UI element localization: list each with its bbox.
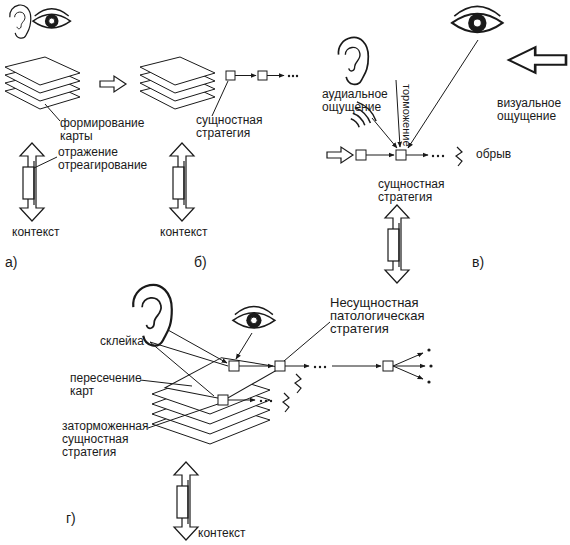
continuation-dot <box>437 155 439 157</box>
step-arrow <box>239 366 273 367</box>
leader-line <box>34 157 57 168</box>
context-label: контекст <box>12 226 60 239</box>
continuation-dot <box>314 366 316 368</box>
leader-line <box>212 81 228 116</box>
eye-icon <box>452 6 503 32</box>
sensation-arrow <box>408 40 478 148</box>
context-label: контекст <box>198 527 246 540</box>
break-zigzag <box>456 147 462 166</box>
fork-arrow <box>393 366 423 379</box>
map-sheet <box>162 350 285 408</box>
context-double-arrow <box>170 143 194 221</box>
annotation-label: формирование карты <box>60 117 150 143</box>
continuation-dot <box>319 366 321 368</box>
continuation-dot <box>292 75 294 77</box>
sound-wave <box>353 113 365 125</box>
annotation-label: сущностная стратегия <box>196 114 271 140</box>
ear-icon <box>338 37 368 84</box>
strategy-step <box>226 71 235 80</box>
inhibition-arrow <box>396 80 400 147</box>
continuation-dot <box>324 366 326 368</box>
panel-letter: в) <box>472 256 484 269</box>
eye-icon <box>33 9 70 28</box>
continuation-dot <box>265 400 267 402</box>
map-sheet <box>140 57 215 85</box>
annotation-label: торможение <box>400 84 413 147</box>
annotation-label: визуальное ощущение <box>497 97 570 123</box>
strategy-step <box>218 395 228 405</box>
strategy-step <box>383 361 393 371</box>
step-arrow <box>366 155 394 156</box>
sensation-arrow <box>236 333 252 359</box>
leader-line <box>140 380 192 386</box>
block-arrow <box>509 47 566 73</box>
block-arrow <box>327 147 353 163</box>
sound-wave <box>355 108 371 124</box>
continuation-dot <box>270 400 272 402</box>
sound-wave <box>351 119 359 127</box>
step-arrow <box>406 155 428 156</box>
panel-letter: а) <box>5 256 17 269</box>
annotation-label: пересечение карт <box>70 372 150 398</box>
step-arrow <box>235 75 256 76</box>
sensation-arrow <box>168 330 227 363</box>
sensation-arrow <box>372 118 397 148</box>
context-label: контекст <box>160 226 208 239</box>
ear-icon <box>133 285 172 346</box>
annotation-label: аудиальное ощущение <box>322 88 397 114</box>
outcome-dot <box>427 348 430 351</box>
fork-arrow <box>393 353 423 366</box>
context-double-arrow <box>20 143 44 221</box>
leader-line <box>150 342 214 396</box>
block-arrow <box>100 76 126 92</box>
break-zigzag <box>283 393 289 412</box>
strategy-step <box>396 150 406 160</box>
annotation-label: отражение отреагирование <box>58 146 153 172</box>
annotation-label: обрыв <box>476 148 511 161</box>
outcome-dot <box>429 364 432 367</box>
break-zigzag <box>295 374 301 393</box>
continuation-dot <box>442 155 444 157</box>
continuation-dot <box>432 155 434 157</box>
annotation-label: склейка <box>100 335 144 348</box>
annotation-label: сущностная стратегия <box>378 178 453 204</box>
strategy-step <box>229 361 239 371</box>
strategy-step <box>356 150 366 160</box>
step-arrow <box>267 75 284 76</box>
continuation-dot <box>296 75 298 77</box>
panel-letter: б) <box>194 256 207 269</box>
strategy-step <box>275 361 285 371</box>
annotation-label: Несущностная патологическая стратегия <box>330 296 440 335</box>
outcome-dot <box>427 380 430 383</box>
leader-line <box>148 404 218 428</box>
leader-line <box>284 322 330 361</box>
context-double-arrow <box>385 205 409 283</box>
map-sheet <box>5 57 80 85</box>
fork-arrow <box>393 366 425 367</box>
eye-icon <box>233 307 275 328</box>
strategy-step <box>258 71 267 80</box>
step-arrow <box>285 366 309 367</box>
context-double-arrow <box>174 462 198 540</box>
step-arrow <box>228 400 255 401</box>
leader-line <box>150 342 228 366</box>
continuation-dot <box>288 75 290 77</box>
leader-line <box>45 104 60 121</box>
annotation-label: заторможенная сущностная стратегия <box>62 420 157 459</box>
continuation-dot <box>260 400 262 402</box>
ear-icon <box>10 5 31 38</box>
sound-wave <box>357 102 376 121</box>
panel-letter: г) <box>66 512 76 525</box>
step-arrow <box>332 366 381 367</box>
